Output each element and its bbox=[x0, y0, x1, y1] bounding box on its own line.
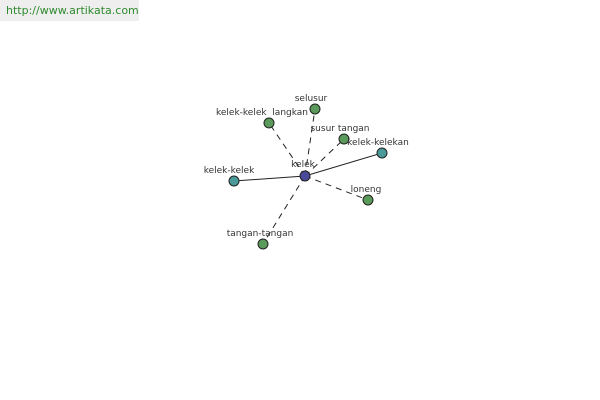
node-label-loneng[interactable]: loneng bbox=[351, 185, 382, 195]
node-kelek-kelek[interactable] bbox=[228, 175, 240, 187]
graph-nodes bbox=[228, 103, 388, 250]
node-loneng[interactable] bbox=[362, 194, 374, 206]
node-label-kelek-kelek-langkan[interactable]: kelek-kelek langkan bbox=[216, 108, 308, 118]
source-url-label[interactable]: http://www.artikata.com bbox=[0, 0, 139, 21]
node-label-susur-tangan[interactable]: susur tangan bbox=[310, 124, 369, 134]
node-kelek-kelek-langkan[interactable] bbox=[263, 117, 275, 129]
node-label-kelek-kelekan[interactable]: kelek-kelekan bbox=[347, 138, 409, 148]
node-selusur[interactable] bbox=[309, 103, 321, 115]
node-susur-tangan[interactable] bbox=[338, 133, 350, 145]
graph-edges bbox=[233, 108, 383, 245]
edge-kelek-selusur bbox=[304, 108, 316, 177]
node-label-kelek-kelek[interactable]: kelek-kelek bbox=[204, 166, 255, 176]
edge-kelek-loneng bbox=[304, 175, 369, 201]
node-label-tangan-tangan[interactable]: tangan-tangan bbox=[227, 229, 294, 239]
node-kelek[interactable] bbox=[299, 170, 311, 182]
edge-kelek-kelek-kelek bbox=[233, 175, 306, 182]
node-kelek-kelekan[interactable] bbox=[376, 147, 388, 159]
edge-kelek-susur-tangan bbox=[304, 138, 345, 177]
node-label-selusur[interactable]: selusur bbox=[295, 94, 328, 104]
edge-kelek-tangan-tangan bbox=[262, 175, 306, 245]
node-tangan-tangan[interactable] bbox=[257, 238, 269, 250]
edge-kelek-kelek-kelekan bbox=[304, 152, 383, 177]
node-label-kelek[interactable]: kelek bbox=[291, 160, 315, 170]
